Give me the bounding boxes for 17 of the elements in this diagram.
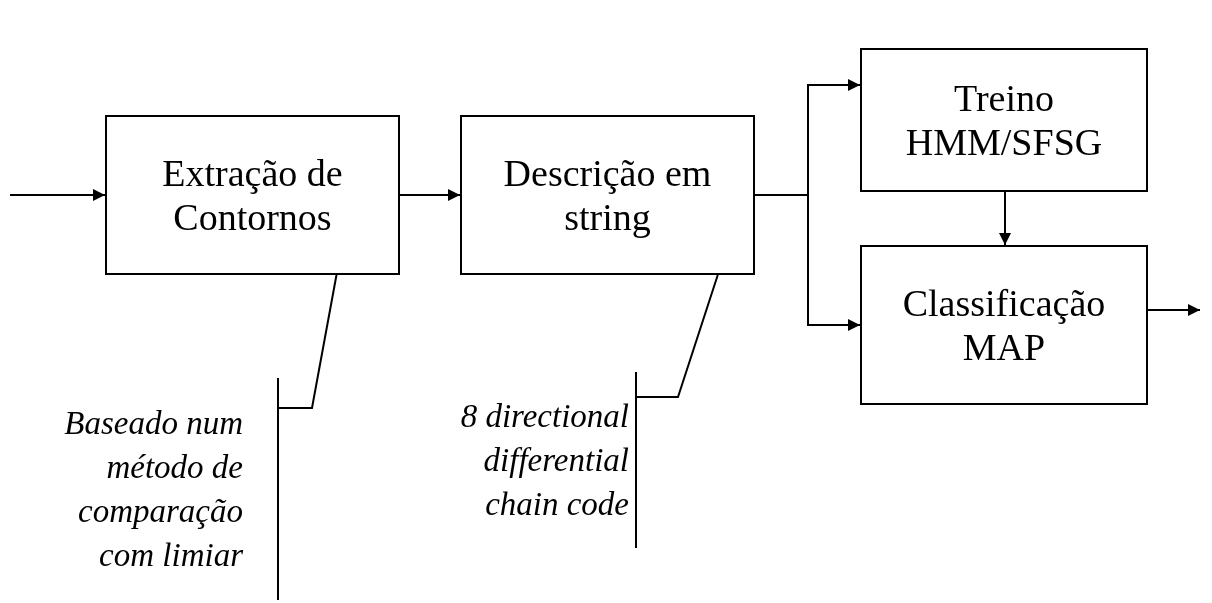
arrow bbox=[754, 194, 861, 331]
process-box bbox=[105, 115, 400, 275]
arrow bbox=[999, 191, 1011, 246]
arrow bbox=[1147, 304, 1201, 316]
note-text: 8 directional differential chain code bbox=[459, 397, 629, 524]
process-box bbox=[860, 245, 1148, 405]
box-label: Extração de Contornos bbox=[161, 151, 344, 239]
box-label: Classificação MAP bbox=[901, 281, 1107, 369]
process-box bbox=[460, 115, 755, 275]
leader-line bbox=[636, 274, 719, 398]
note-text: Baseado num método de comparação com limiar bbox=[63, 404, 243, 575]
arrow bbox=[9, 189, 106, 201]
leader-line bbox=[278, 274, 338, 409]
process-box bbox=[860, 48, 1148, 192]
box-label: Descrição em string bbox=[502, 151, 713, 239]
box-label: Treino HMM/SFSG bbox=[904, 76, 1104, 164]
arrow bbox=[399, 189, 461, 201]
